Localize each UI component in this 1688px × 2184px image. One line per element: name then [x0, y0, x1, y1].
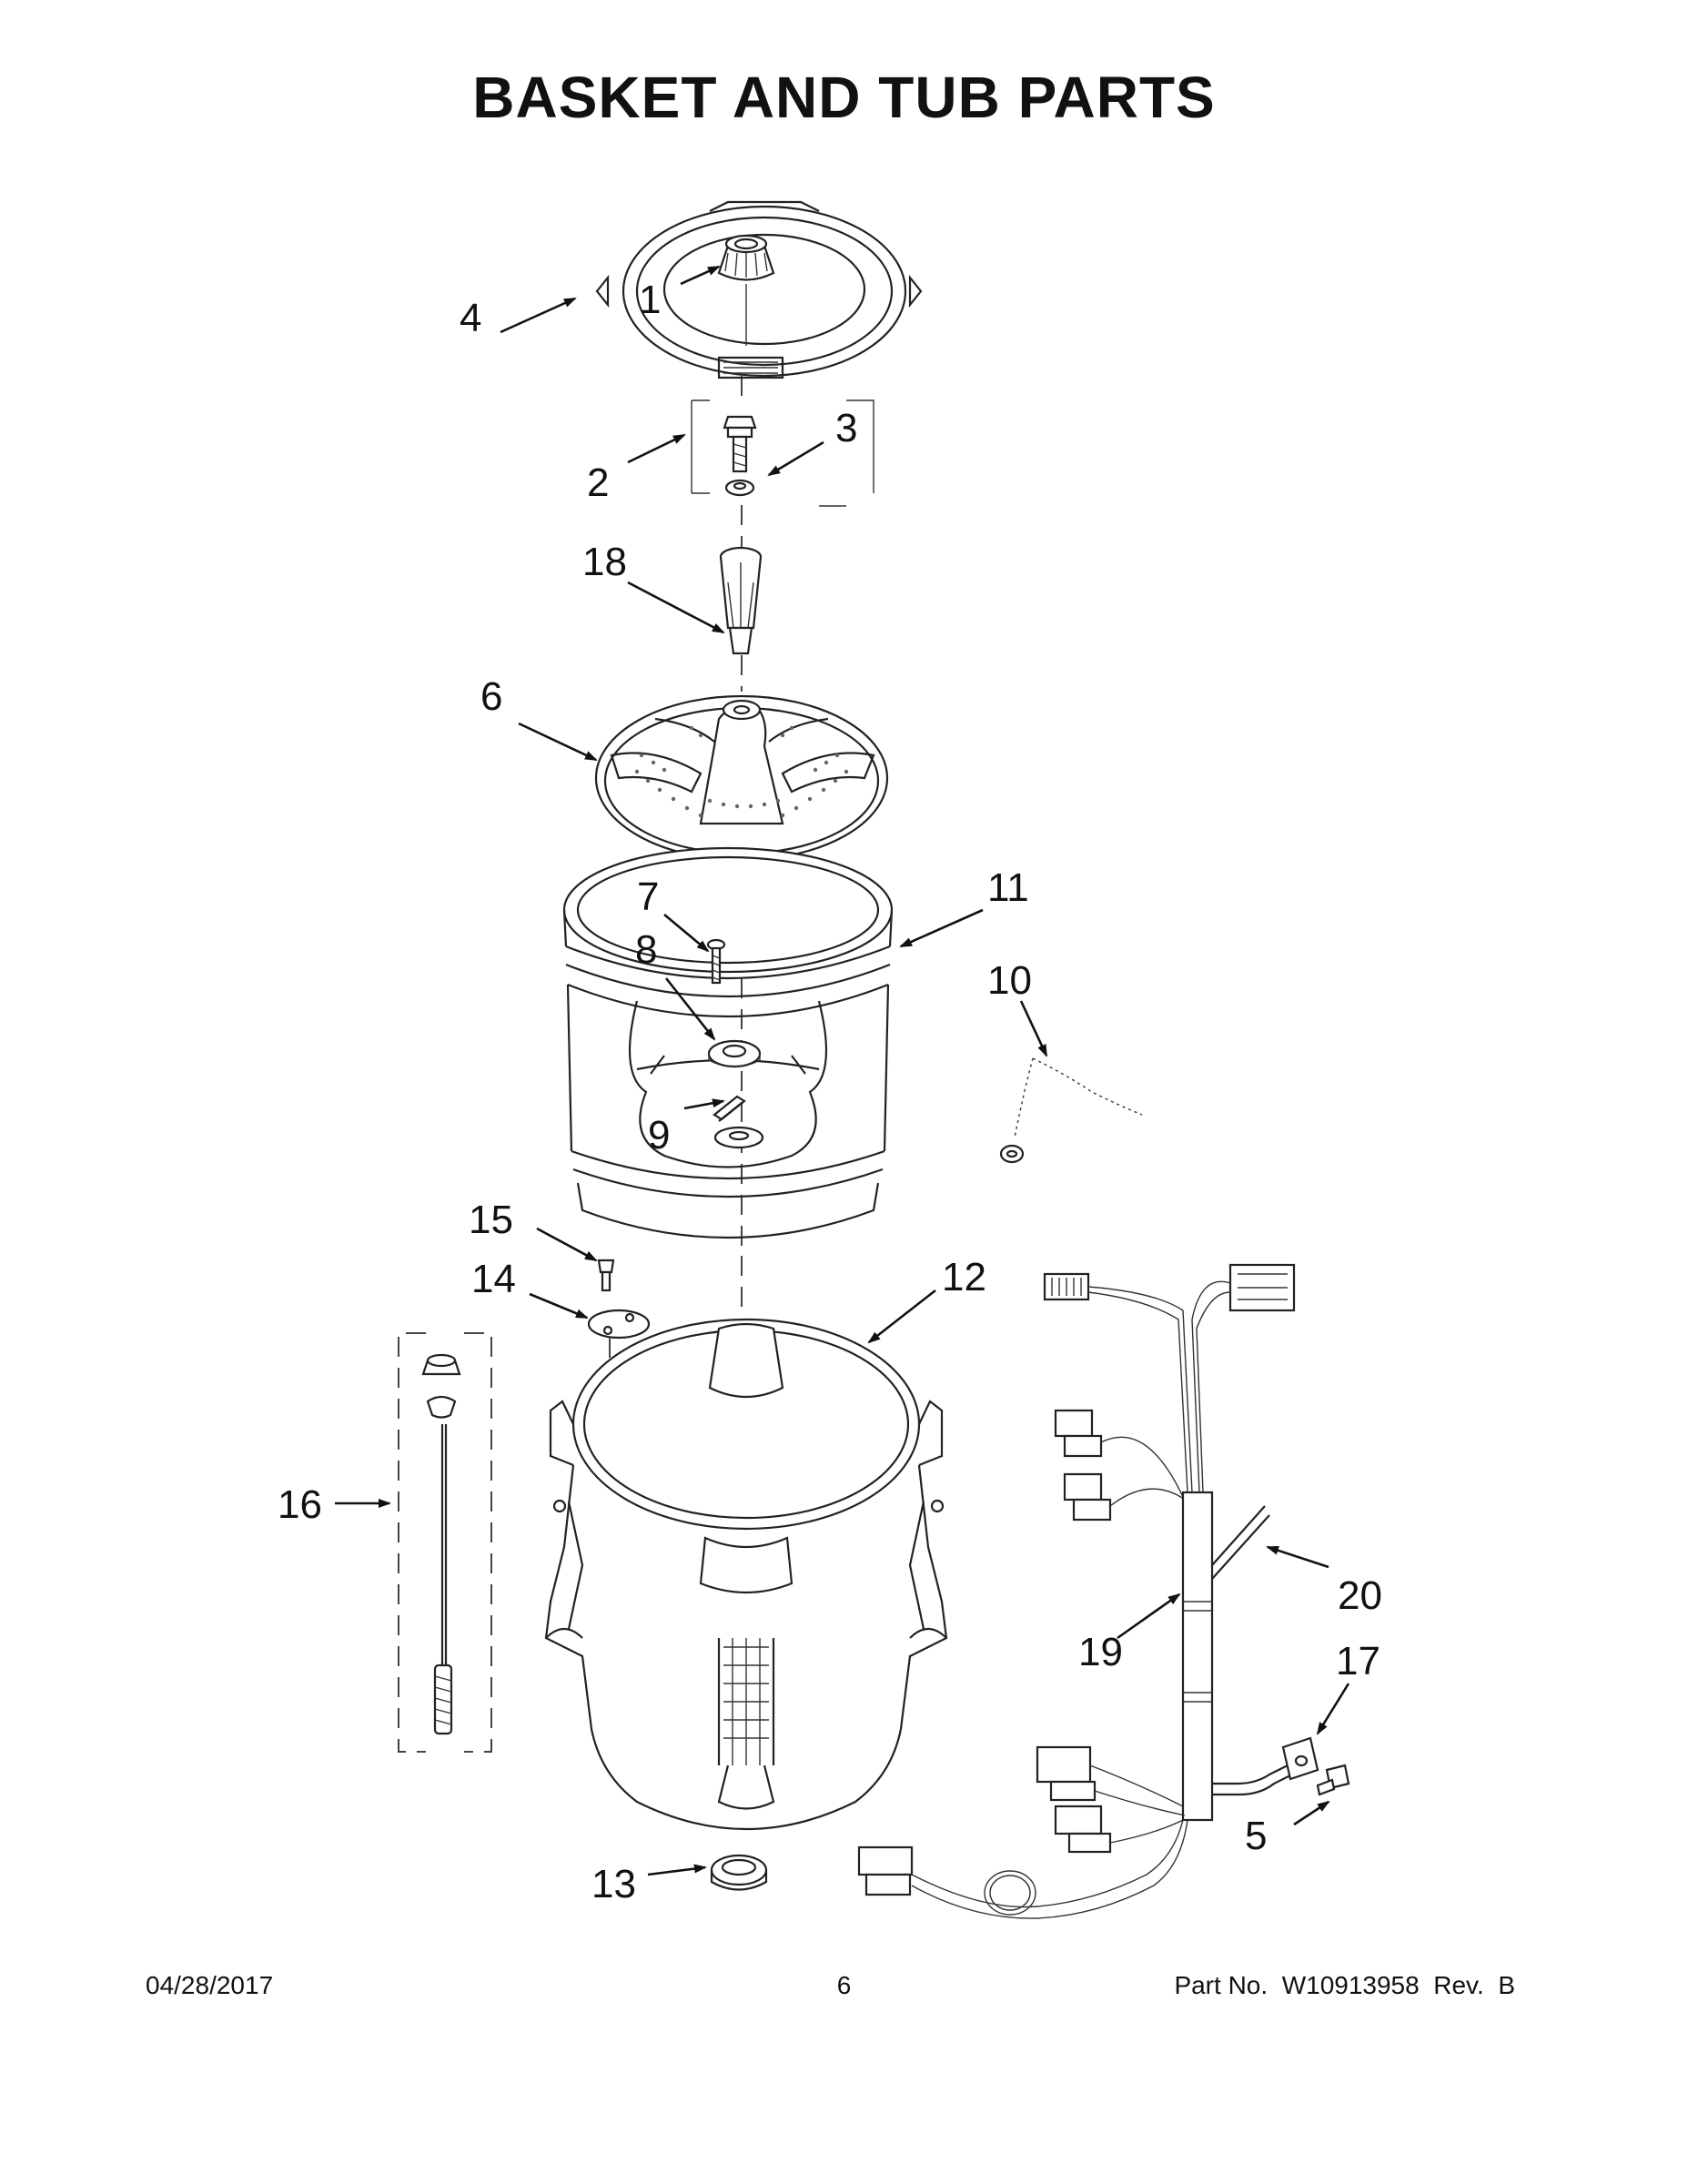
part-12-outer-tub: [544, 1318, 948, 1830]
callout-2: 2: [587, 460, 609, 505]
callout-1: 1: [639, 278, 661, 322]
part-15-screw: [597, 1259, 615, 1292]
part-8-hub: [707, 1039, 762, 1068]
page-title: BASKET AND TUB PARTS: [472, 65, 1216, 130]
part-9-clip: [713, 1095, 746, 1122]
footer-part-number: Part No. W10913958 Rev. B: [1174, 1971, 1515, 1999]
part-13-seal: [710, 1854, 768, 1891]
part-4-lid-ring: [595, 200, 923, 379]
footer-page-number: 6: [836, 1971, 852, 1999]
part-20-hose: [1211, 1505, 1293, 1796]
callout-14: 14: [471, 1257, 516, 1301]
part-1-agitator-cap: [717, 234, 775, 346]
callout-13: 13: [591, 1862, 636, 1906]
footer-date: 04/28/2017: [146, 1971, 274, 1999]
callout-4: 4: [460, 296, 481, 340]
callout-18: 18: [582, 540, 627, 584]
basket-bottom-hub: [713, 1126, 764, 1149]
part-2-bolt: [691, 399, 874, 507]
callout-3: 3: [835, 406, 857, 450]
callout-5: 5: [1245, 1814, 1267, 1858]
part-11-basket: [562, 846, 894, 1239]
callout-16: 16: [278, 1482, 322, 1527]
callout-9: 9: [648, 1113, 670, 1158]
part-6-impeller: [594, 694, 889, 862]
callout-20: 20: [1338, 1573, 1382, 1618]
part-10-chain: [999, 1057, 1143, 1164]
callout-10: 10: [987, 958, 1032, 1003]
leader-lines: [335, 265, 1350, 1876]
callout-6: 6: [480, 674, 502, 719]
part-5-screw: [1316, 1764, 1350, 1796]
callout-labels: 1 2 3 4 5 6 7 8 9 10 11 12 13 14 15 16 1…: [278, 278, 1382, 1906]
callout-7: 7: [637, 875, 659, 919]
callout-8: 8: [635, 927, 657, 972]
callout-12: 12: [942, 1255, 986, 1299]
part-16-suspension-rod: [398, 1332, 492, 1753]
callout-19: 19: [1078, 1630, 1123, 1674]
callout-11: 11: [987, 865, 1029, 910]
part-18-drive-post: [719, 546, 763, 655]
callout-17: 17: [1336, 1639, 1380, 1684]
callout-15: 15: [469, 1198, 513, 1242]
part-17-clip: [1281, 1736, 1319, 1781]
part-19-wire-harness: [857, 1263, 1296, 1919]
part-3-washer: [724, 479, 755, 497]
